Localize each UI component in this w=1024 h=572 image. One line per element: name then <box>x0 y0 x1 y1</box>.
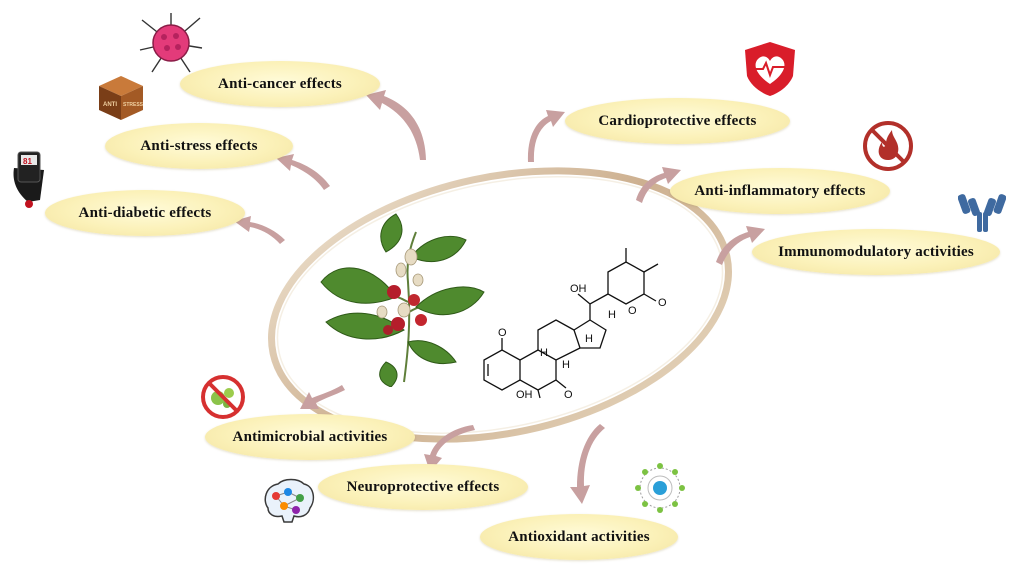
withanolide-structure: OH H H H H O O O OH O <box>483 248 667 400</box>
effect-neuroprotective: Neuroprotective effects <box>318 464 528 510</box>
stress-box-side-label: STRESS <box>123 102 144 108</box>
effect-anti-stress: Anti-stress effects <box>105 123 293 169</box>
effect-immunomodulatory: Immunomodulatory activities <box>752 229 1000 275</box>
label-h3: H <box>540 347 548 359</box>
cancer-cell-icon <box>139 13 203 73</box>
effect-anti-inflammatory-label: Anti-inflammatory effects <box>694 182 866 199</box>
arrow-anti-inflammatory <box>636 167 681 203</box>
effect-antimicrobial-label: Antimicrobial activities <box>232 428 388 445</box>
arrow-neuroprotective <box>424 425 475 472</box>
effect-immunomodulatory-label: Immunomodulatory activities <box>778 243 974 260</box>
antibody-icon <box>958 194 1006 232</box>
label-o-epoxide: O <box>564 389 573 400</box>
effect-anti-cancer: Anti-cancer effects <box>180 61 380 107</box>
no-fire-icon <box>863 121 913 171</box>
glucometer-icon: 81 <box>13 151 44 208</box>
label-oh-top: OH <box>570 283 587 295</box>
effect-antioxidant-label: Antioxidant activities <box>508 528 650 545</box>
label-o-ring: O <box>498 327 507 339</box>
label-h1: H <box>608 309 616 321</box>
effect-cardioprotective-label: Cardioprotective effects <box>598 112 757 129</box>
heart-shield-icon <box>745 42 795 96</box>
label-h4: H <box>562 359 570 371</box>
arrow-anti-diabetic <box>234 216 285 244</box>
arrow-immunomodulatory <box>716 226 765 265</box>
arrow-cardioprotective <box>527 110 565 162</box>
no-microbe-icon <box>201 375 245 419</box>
plant-illustration <box>320 213 485 387</box>
effect-anti-cancer-label: Anti-cancer effects <box>218 75 342 92</box>
glucometer-reading: 81 <box>23 157 32 166</box>
label-oh-bottom: OH <box>516 389 533 400</box>
stress-box-top-label: ANTI <box>103 102 117 108</box>
brain-network-icon <box>264 478 315 523</box>
effect-anti-diabetic: Anti-diabetic effects <box>45 190 245 236</box>
arrow-anti-stress <box>276 154 330 190</box>
label-o-lactone: O <box>628 305 637 317</box>
effect-anti-diabetic-label: Anti-diabetic effects <box>78 204 212 221</box>
plant-berries <box>383 285 427 335</box>
effect-anti-inflammatory: Anti-inflammatory effects <box>670 168 890 214</box>
effect-cardioprotective: Cardioprotective effects <box>565 98 790 144</box>
effect-antimicrobial: Antimicrobial activities <box>205 414 415 460</box>
stress-box-icon: ANTI STRESS <box>99 76 144 120</box>
label-o-ketone: O <box>658 297 667 309</box>
label-h2: H <box>585 333 593 345</box>
arrow-antioxidant <box>570 424 605 504</box>
effect-antioxidant: Antioxidant activities <box>480 514 678 560</box>
effect-neuroprotective-label: Neuroprotective effects <box>346 478 500 495</box>
arrow-antimicrobial <box>300 385 345 409</box>
atom-icon <box>635 463 685 513</box>
arrow-anti-cancer <box>366 90 426 160</box>
effect-anti-stress-label: Anti-stress effects <box>140 137 258 154</box>
